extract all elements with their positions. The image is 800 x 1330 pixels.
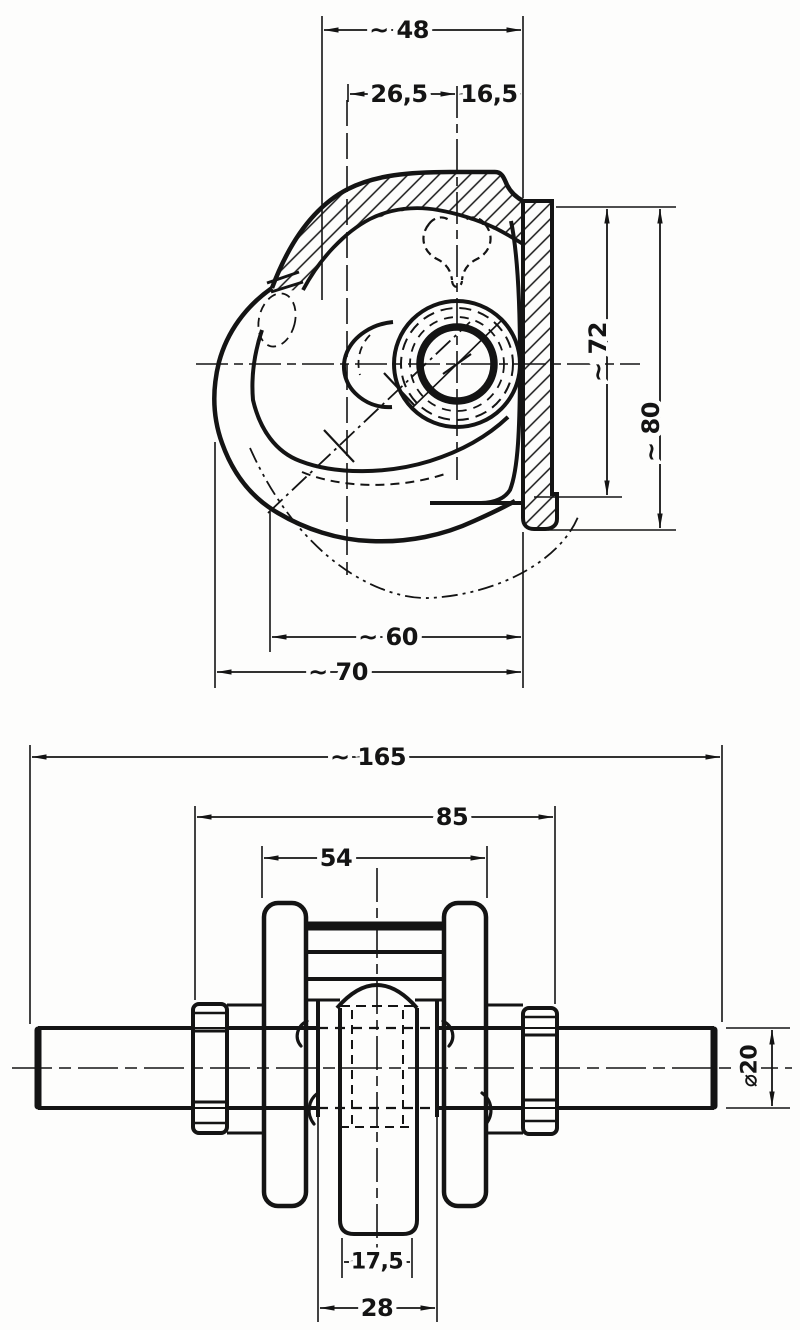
dim-collar-span-85: 85 [194,799,556,1004]
x-mark-1 [323,429,355,463]
left-web [261,900,309,1209]
dim-overall-length-165: ~ 165 [29,739,723,1024]
rim-end-cap-line1 [266,270,300,285]
dim-label-70: ~ 70 [308,658,368,686]
left-lobe-outline [341,320,394,410]
hub-dome [335,983,419,1010]
fillet-curl-bottom-right [480,1091,493,1126]
hub [306,983,444,1236]
front-view: ~ 165 85 54 17,5 28 [12,739,792,1327]
dim-jaw-width-60: ~ 60 [269,512,524,688]
dim-shaft-diameter-20: ⌀20 [726,1027,790,1109]
flange-section-hatch [523,201,557,529]
left-dashed-ellipse [257,292,297,348]
dim-label-dia-20: ⌀20 [738,1045,763,1088]
rim-outer-outline [269,169,525,289]
dim-label-72: ~ 72 [584,322,612,382]
jaw-dashed-arc [301,471,449,486]
journal-block [338,1008,419,1236]
dim-web-span-54: 54 [261,840,488,898]
fillet-curl-top-right [441,1019,455,1048]
fillet-curl-bottom-left [307,1091,320,1126]
right-collar [521,1006,559,1136]
dim-body-width-70: ~ 70 [214,442,522,691]
dim-overall-width-48: ~ 48 [321,12,524,300]
dim-label-85: 85 [436,803,468,831]
rim-inner-outline [301,206,525,291]
dim-label-54: 54 [320,844,352,872]
rim-section-hatch [272,172,523,291]
dim-label-16-5: 16,5 [460,80,517,108]
dim-label-60: ~ 60 [358,623,418,651]
dim-flange-height-72: ~ 72 [534,206,676,498]
dim-journal-width-17-5: 17,5 [341,1238,413,1279]
dim-hub-width-28: 28 [317,1117,438,1327]
body-right-outline [430,220,523,505]
dashed-funnel-detail [422,216,492,289]
rim-end-cap-line2 [270,280,304,294]
jaw-inner-sweep [250,329,510,474]
dim-label-26-5: 26,5 [370,80,427,108]
left-lobe-dashed-arc [357,334,371,376]
dim-label-17-5: 17,5 [351,1250,403,1275]
shaft [34,1026,718,1110]
right-web [441,900,489,1209]
flange-outline [521,199,559,531]
diagonal-centerline [267,321,471,514]
x-mark-2 [383,372,415,406]
top-view: ~ 48 26,5 16,5 ~ 72 ~ 80 ~ 60 [196,12,676,691]
dim-label-28: 28 [361,1294,393,1322]
dim-overall-height-80: ~ 80 [548,208,676,531]
dim-center-offsets: 26,5 16,5 [347,76,523,113]
dim-label-48: ~ 48 [369,16,429,44]
left-collar [191,1002,229,1135]
dim-label-80: ~ 80 [637,402,665,462]
fillet-curl-top-left [295,1019,309,1048]
body-outer-outline [212,286,517,544]
phantom-swing-arc [249,447,579,599]
dim-label-165: ~ 165 [330,743,406,771]
